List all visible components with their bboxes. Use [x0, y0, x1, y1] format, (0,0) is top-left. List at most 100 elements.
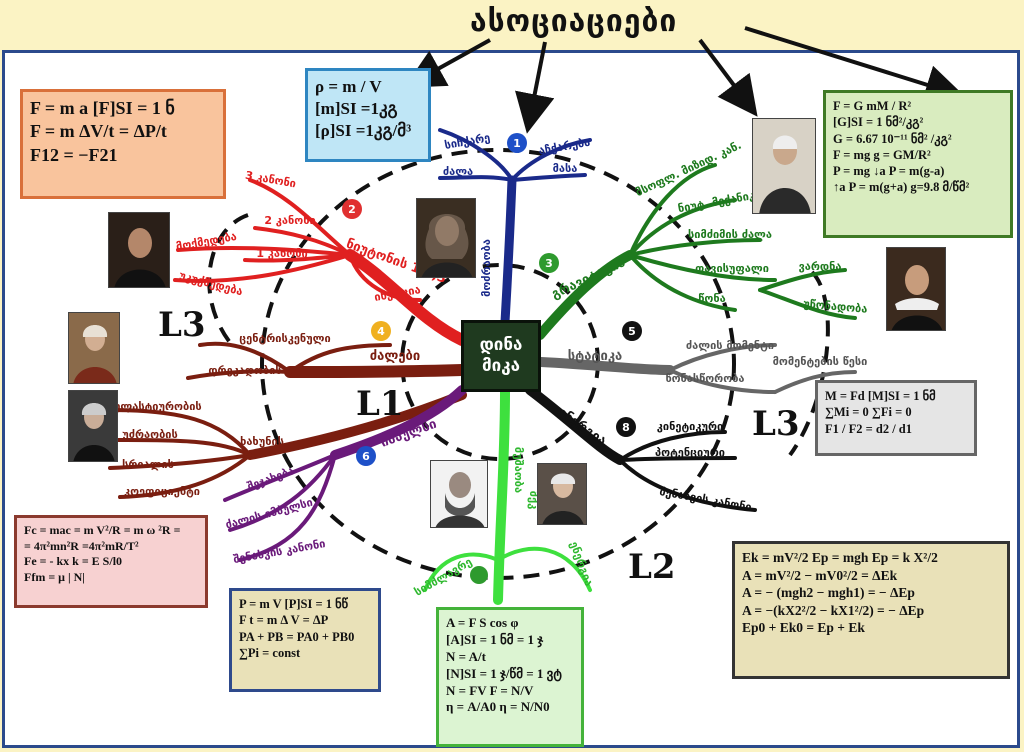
branch-label-centripetal: ცენტრისკენული	[239, 332, 330, 345]
portrait-cavendish	[752, 118, 816, 214]
badge-lime	[470, 566, 488, 584]
portrait-figure-icon	[891, 265, 943, 330]
formula-line: A = −(kX2²/2 − kX1²/2) = − ΔEp	[742, 602, 925, 618]
formula-line: Fc = mac = m V²/R = m ω ²R =	[24, 523, 181, 537]
branch-label-forces: ძალები	[370, 349, 420, 364]
branch-label-collision: შეჯახება	[246, 464, 296, 493]
formula-line: F = mg g = GM/R²	[833, 147, 931, 162]
formula-line: ↑a P = m(g+a) g=9.8 მ/წმ²	[833, 180, 970, 195]
branch-lime	[423, 387, 592, 605]
arc-l3-left	[207, 213, 249, 347]
portrait-coulomb	[68, 390, 118, 462]
svg-text:1: 1	[513, 137, 521, 150]
formula-line: Fe = - kx k = E S/l0	[24, 554, 123, 569]
formula-box-work: A = F S cos φ [A]SI = 1 ნმ = 1 ჯ N = A/t…	[436, 607, 584, 747]
svg-text:6: 6	[362, 450, 370, 463]
formula-line: M = Fd [M]SI = 1 ნმ	[825, 389, 936, 403]
portrait-figure-icon	[114, 228, 166, 287]
arrow-to-motion	[515, 41, 555, 134]
formula-line: [ρ]SI =1კგ/მ³	[315, 121, 412, 141]
formula-line: G = 6.67 10⁻¹¹ ნმ² /კგ²	[833, 131, 952, 146]
formula-line: P = m V [P]SI = 1 ნწ	[239, 597, 349, 611]
branch-label-equilibrium: წონასწორობა	[666, 372, 745, 385]
branch-label-force: ძალა	[443, 165, 473, 178]
branch-label-rest: უძრაობის	[122, 428, 178, 441]
branch-label-kinetic: კინეტიკური	[657, 420, 723, 433]
formula-line: N = FV F = N/V	[446, 682, 534, 698]
badge-2: 2	[342, 199, 362, 219]
branch-label-fall: ვარდნა	[799, 260, 842, 273]
formula-line: A = − (mgh2 − mgh1) = − ΔEp	[742, 585, 915, 601]
formula-box-newton-laws: F = m a [F]SI = 1 ნ F = m ΔV/t = ΔP/t F1…	[20, 89, 226, 199]
branch-label-second-law: 2 კანონი	[264, 214, 315, 227]
branch-black	[525, 385, 757, 512]
formula-box-statics: M = Fd [M]SI = 1 ნმ ∑Mi = 0 ∑Fi = 0 F1 /…	[815, 380, 977, 456]
branch-label-sliding: სრიალის	[122, 458, 174, 471]
title-arrows	[404, 26, 966, 134]
portrait-newton	[416, 198, 476, 278]
formula-line: F = m ΔV/t = ΔP/t	[30, 121, 167, 142]
formula-line: A = mV²/2 − mV0²/2 = ΔEk	[742, 567, 898, 583]
branch-label-weight: წონა	[698, 292, 725, 305]
badge-5: 5	[622, 321, 642, 341]
branch-label-free: თავისუფალი	[695, 262, 769, 275]
formula-line: F = G mM / R²	[833, 99, 912, 113]
arrow-to-portrait	[698, 38, 758, 117]
level-label-l3-left: L3	[158, 305, 206, 345]
branch-label-potential: პოტენციური	[655, 446, 725, 459]
branch-label-coefficient: კოეფიციენტი	[124, 485, 200, 498]
badge-3: 3	[539, 253, 559, 273]
branch-label-universal-law: მსოფლ. მიზიდ. კან.	[634, 139, 744, 199]
formula-line: Ffm = μ | N|	[24, 569, 85, 584]
badge-8: 8	[616, 417, 636, 437]
branch-label-force-moment: ძალის მომენტი	[686, 339, 774, 352]
formula-line: P = mg ↓a P = m(g-a)	[833, 164, 945, 178]
formula-line: F = m a [F]SI = 1 ნ	[30, 98, 175, 118]
branch-label-acceleration: აჩქარება	[538, 136, 592, 158]
formula-box-impulse: P = m V [P]SI = 1 ნწ F t = m Δ V = ΔP PA…	[229, 588, 381, 692]
portrait-watt	[537, 463, 587, 525]
formula-line: Ep0 + Ek0 = Ep + Ek	[742, 620, 865, 636]
branch-blue	[438, 128, 592, 327]
portrait-figure-icon	[435, 472, 485, 527]
portrait-figure-icon	[542, 473, 584, 524]
svg-text:8: 8	[622, 421, 630, 434]
arrow-to-gravity	[744, 26, 966, 104]
branch-label-efficiency: მქკ	[527, 491, 540, 510]
level-label-l1: L1	[356, 384, 404, 424]
formula-box-gravitation: F = G mM / R² [G]SI = 1 ნმ²/კგ² G = 6.67…	[823, 90, 1013, 238]
svg-text:2: 2	[348, 203, 356, 216]
center-node-line2: მიკა	[481, 356, 521, 376]
formula-line: F12 = −F21	[30, 144, 118, 165]
formula-line: [A]SI = 1 ნმ = 1 ჯ	[446, 631, 544, 647]
svg-text:5: 5	[628, 325, 636, 338]
branch-label-power: სიმძლავრე	[412, 555, 474, 598]
branch-label-statics: სტატიკა	[568, 349, 623, 364]
formula-box-energy: Ek = mV²/2 Ep = mgh Ep = k X²/2 A = mV²/…	[732, 541, 1010, 679]
svg-text:4: 4	[377, 325, 385, 338]
portrait-figure-icon	[73, 403, 115, 461]
branch-label-moment-rule: მომენტების წესი	[773, 355, 868, 368]
formula-box-density: ρ = m / V [m]SI =1კგ [ρ]SI =1კგ/მ³	[305, 68, 431, 162]
portrait-galileo	[108, 212, 170, 288]
formula-box-forces: Fc = mac = m V²/R = m ω ²R = = 4π²mn²R =…	[14, 515, 208, 608]
badge-1: 1	[507, 133, 527, 153]
portrait-figure-icon	[73, 325, 117, 383]
branch-purple	[223, 385, 467, 562]
branch-label-friction: ხახუნის	[240, 435, 284, 448]
formula-line: η = A/A0 η = N/N0	[446, 699, 550, 715]
branch-label-momentum-conservation: შენახვის კანონი	[232, 537, 326, 566]
page-title: ასოციაციები	[470, 4, 678, 39]
formula-line: PA + PB = PA0 + PB0	[239, 629, 355, 644]
center-node-dynamics: დინა მიკა	[461, 320, 541, 392]
formula-line: F1 / F2 = d2 / d1	[825, 421, 912, 436]
level-label-l3-right: L3	[752, 404, 800, 444]
branch-label-gravity-force: სიმძიმის ძალა	[688, 228, 772, 241]
branch-label-first-law: 1 კანონი	[256, 247, 307, 260]
portrait-joule	[430, 460, 488, 528]
portrait-hooke	[68, 312, 120, 384]
formula-line: [N]SI = 1 ჯ/წმ = 1 ვტ	[446, 665, 562, 681]
formula-line: ∑Pi = const	[239, 645, 301, 660]
branch-label-reaction: უკუქმედება	[178, 269, 244, 298]
formula-line: N = A/t	[446, 648, 486, 664]
